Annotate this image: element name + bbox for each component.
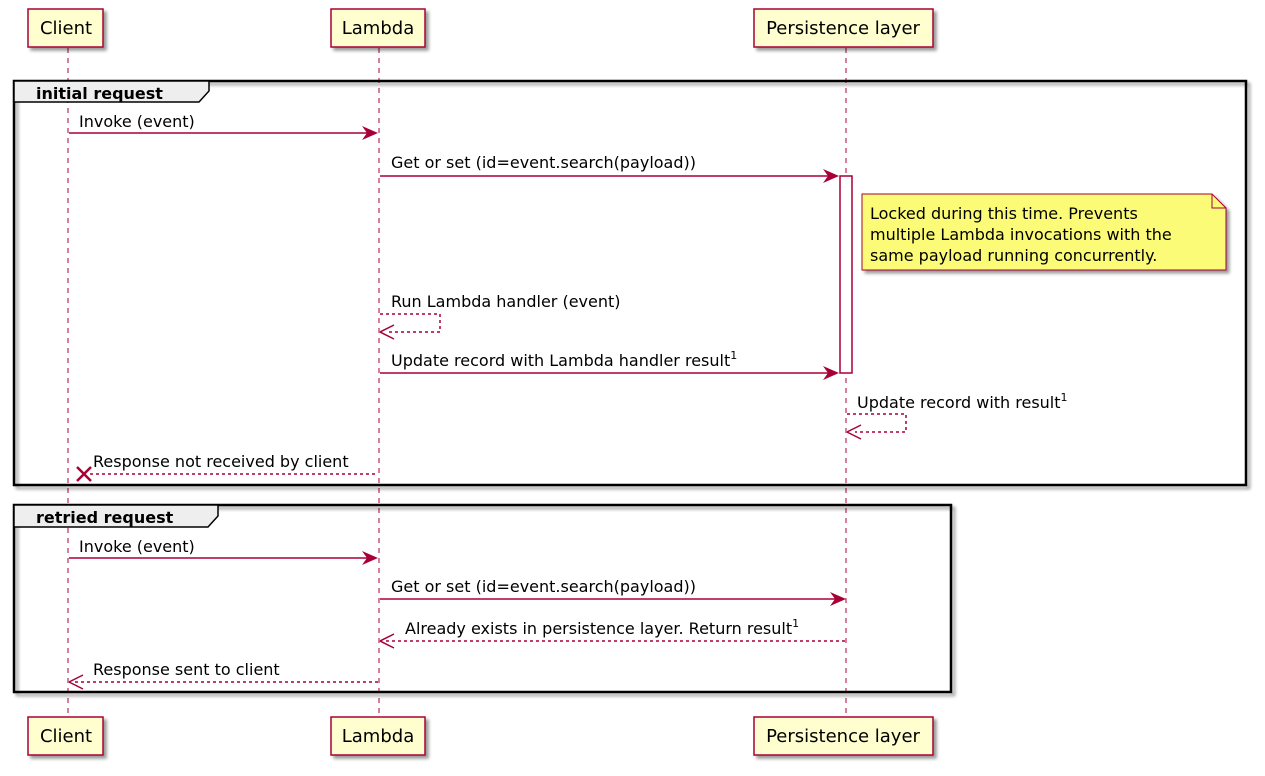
message-label: Run Lambda handler (event) — [391, 292, 621, 311]
message-run-lambda-handler: Run Lambda handler (event) — [379, 292, 621, 340]
participant-persistence-top: Persistence layer — [753, 8, 934, 48]
participant-label: Client — [40, 18, 92, 39]
note-line: same payload running concurrently. — [870, 246, 1157, 265]
message-invoke: Invoke (event) — [69, 112, 378, 140]
note-lock: Locked during this time. Prevents multip… — [861, 193, 1227, 271]
message-label: Invoke (event) — [79, 112, 195, 131]
footnote-marker: 1 — [1061, 391, 1068, 404]
participant-label: Persistence layer — [766, 18, 920, 39]
message-get-or-set: Get or set (id=event.search(payload)) — [380, 153, 839, 183]
activation-bar-persistence — [839, 175, 853, 374]
message-get-or-set-retry: Get or set (id=event.search(payload)) — [380, 577, 846, 606]
participant-lambda-top: Lambda — [330, 8, 426, 48]
participant-label: Persistence layer — [766, 726, 920, 747]
message-response-sent: Response sent to client — [68, 660, 378, 690]
note-line: Locked during this time. Prevents — [870, 204, 1138, 223]
message-response-not-received: Response not received by client — [76, 452, 378, 482]
message-label: Get or set (id=event.search(payload)) — [391, 577, 696, 596]
lost-message-x-icon — [76, 466, 92, 482]
note-line: multiple Lambda invocations with the — [870, 225, 1172, 244]
message-invoke-retry: Invoke (event) — [69, 537, 378, 565]
group-retried-request: retried request — [12, 503, 953, 694]
message-label: Invoke (event) — [79, 537, 195, 556]
message-label: Response sent to client — [93, 660, 280, 679]
participant-client-top: Client — [27, 8, 104, 48]
participant-label: Lambda — [342, 18, 414, 39]
participant-label: Lambda — [342, 726, 414, 747]
footnote-marker: 1 — [730, 349, 737, 362]
message-label: Update record with Lambda handler result… — [391, 349, 737, 370]
message-label: Get or set (id=event.search(payload)) — [391, 153, 696, 172]
participant-label: Client — [40, 726, 92, 747]
participant-lambda-bottom: Lambda — [330, 716, 426, 756]
message-label: Response not received by client — [93, 452, 349, 471]
participant-persistence-bottom: Persistence layer — [753, 716, 934, 756]
participant-client-bottom: Client — [27, 716, 104, 756]
message-label: Already exists in persistence layer. Ret… — [405, 617, 799, 638]
message-update-record-result: Update record with result1 — [846, 391, 1068, 440]
group-label: retried request — [36, 508, 174, 527]
message-label: Update record with result1 — [857, 391, 1068, 412]
group-initial-request: initial request — [12, 79, 1248, 487]
message-already-exists: Already exists in persistence layer. Ret… — [379, 617, 846, 649]
group-label: initial request — [36, 84, 163, 103]
footnote-marker: 1 — [792, 617, 799, 630]
message-update-record-handler: Update record with Lambda handler result… — [380, 349, 839, 380]
